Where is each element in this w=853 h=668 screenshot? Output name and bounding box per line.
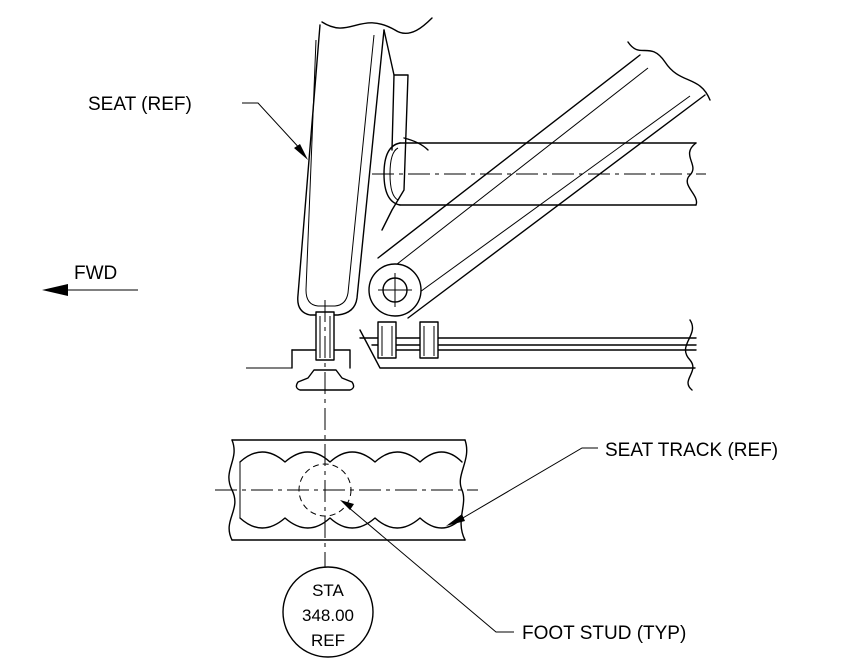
seat-ref-callout: SEAT (REF) [88,94,308,160]
seat-ref-label: SEAT (REF) [88,94,192,115]
horizontal-tube [372,142,706,206]
station-bubble: STA 348.00 REF [282,566,374,658]
fwd-label: FWD [74,263,117,284]
threaded-studs [315,311,439,361]
diagonal-brace [377,41,711,319]
seat-foot [246,319,697,391]
station-line-2: 348.00 [302,606,354,625]
foot-stud-label: FOOT STUD (TYP) [522,623,686,644]
fwd-arrow: FWD [42,263,138,296]
pivot-bolt [368,263,422,317]
seat-track-label: SEAT TRACK (REF) [605,440,778,461]
station-line-1: STA [312,581,344,600]
station-line-3: REF [311,631,345,650]
foot-stud-callout: FOOT STUD (TYP) [340,500,686,644]
seat-track-callout: SEAT TRACK (REF) [446,440,778,526]
seat-track [215,439,478,541]
